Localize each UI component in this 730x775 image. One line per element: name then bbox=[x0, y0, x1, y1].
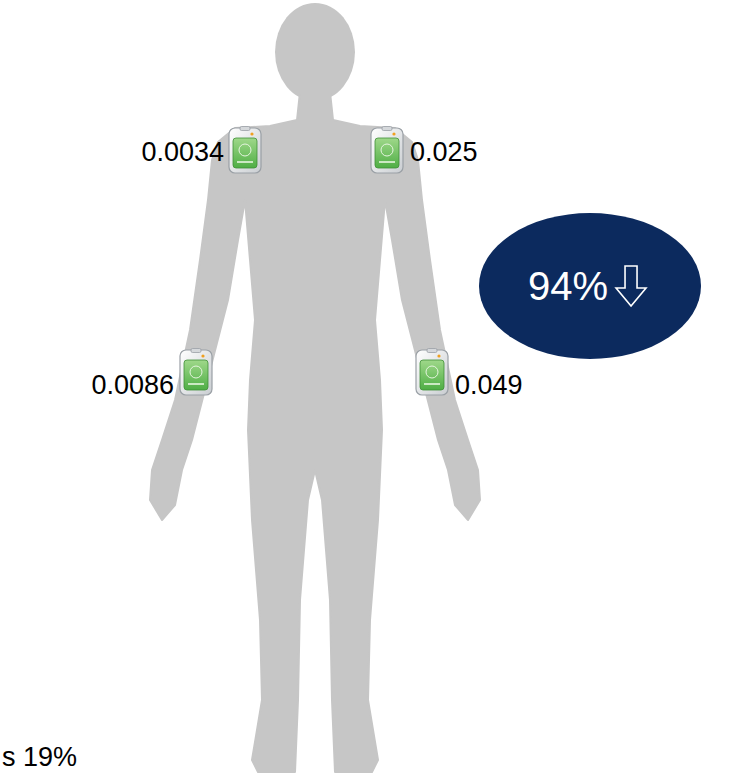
percentage-value: 94% bbox=[528, 264, 608, 309]
human-silhouette bbox=[150, 3, 480, 772]
measurement-value: 0.0086 bbox=[91, 369, 174, 401]
sensor-device bbox=[371, 127, 403, 174]
sensor-device bbox=[180, 349, 212, 396]
measurement-value: 0.049 bbox=[455, 369, 523, 401]
measurement-value: 0.0034 bbox=[141, 136, 224, 168]
down-arrow-icon bbox=[616, 266, 646, 306]
result-ellipse: 94% bbox=[478, 212, 702, 360]
ellipse-content: 94% bbox=[478, 212, 702, 360]
body bbox=[150, 92, 480, 772]
sensor-device bbox=[229, 127, 261, 174]
measurement-value: 0.025 bbox=[410, 136, 478, 168]
measurement-value: s 19% bbox=[2, 741, 77, 773]
head bbox=[275, 3, 355, 101]
sensor-device bbox=[416, 349, 448, 396]
ellipse-fill bbox=[479, 213, 701, 359]
